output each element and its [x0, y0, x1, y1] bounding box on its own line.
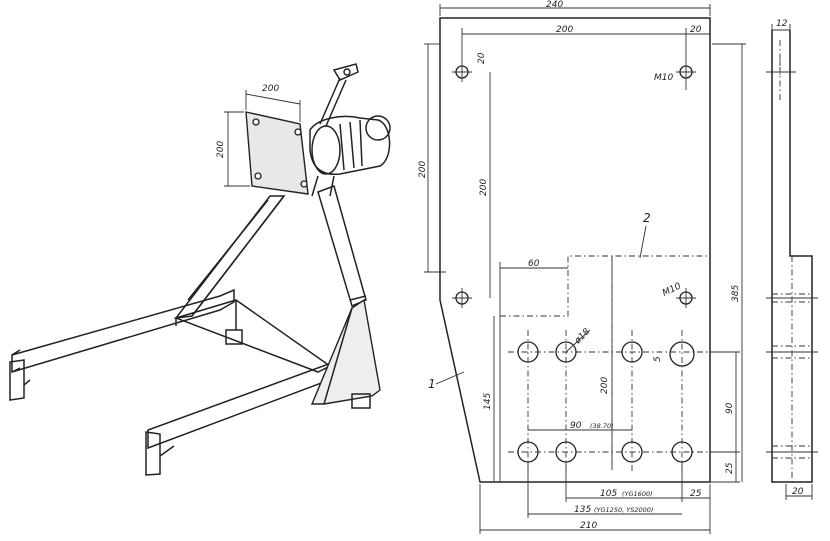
part-label-1: 1	[428, 377, 436, 391]
plate-top-holes	[452, 62, 696, 308]
dim-385-label: 385	[731, 285, 741, 302]
dim-105: 105 (YG1600)	[565, 462, 683, 502]
dim-90-alt-label: (38.70)	[590, 422, 614, 430]
engine-stand-illustration: 200 200	[9, 63, 391, 476]
dim-210: 210	[479, 484, 711, 534]
dim-105-label: 105	[600, 489, 617, 499]
side-view-drawing: 12 20	[766, 19, 818, 500]
stand-dim-width-label: 200	[262, 84, 279, 94]
dim-left-200: 200	[418, 43, 446, 273]
plate-hole-pattern	[508, 256, 710, 472]
side-dim-20-label: 20	[792, 487, 804, 497]
dim-210-label: 210	[580, 521, 597, 531]
dim-inner-200-label: 200	[479, 179, 489, 196]
dim-145-label: 145	[483, 393, 493, 410]
dim-25-vertical: 25	[710, 452, 740, 483]
dim-90-horizontal: 90 (38.70)	[528, 421, 632, 431]
dim-90-vertical-label: 90	[725, 402, 735, 414]
side-view-profile	[771, 30, 813, 483]
part-label-2: 2	[643, 211, 651, 225]
dim-inner-200: 200 20	[477, 52, 491, 298]
thread-m10-top: M10	[654, 73, 673, 83]
dim-200-holes: 200	[600, 258, 613, 470]
dim-105-note: (YG1600)	[622, 490, 653, 498]
plate-drawing: 240 200 20 200 200 20 M10 M10	[418, 0, 746, 534]
dim-top-200-label: 200	[556, 25, 573, 35]
dim-90-vertical: 90	[710, 351, 740, 453]
plate-step-line	[500, 255, 710, 317]
stand-crank-handle	[319, 63, 359, 127]
stand-leg-rear-left	[9, 288, 235, 401]
stand-gusset-plate	[310, 298, 381, 405]
dim-5-label: 5	[653, 356, 663, 362]
dim-25-horizontal-label: 25	[690, 489, 702, 499]
stand-cross-beam	[173, 299, 332, 373]
dim-135-note: (YG1250, YS2000)	[594, 506, 653, 514]
dim-top-200-20: 200 20	[461, 25, 710, 62]
dim-90-horizontal-label: 90	[570, 421, 582, 431]
dim-200-holes-label: 200	[600, 377, 610, 394]
stand-main-column	[317, 185, 367, 308]
dim-135-label: 135	[574, 505, 591, 515]
dim-total-width-label: 240	[546, 0, 563, 10]
stand-upright-left	[174, 195, 286, 319]
dim-25-vertical-label: 25	[725, 462, 735, 474]
side-dim-12-label: 12	[776, 19, 788, 29]
dim-total-width: 240	[439, 0, 711, 16]
dim-top-20-label: 20	[690, 25, 702, 35]
stand-foot-pad-1	[351, 393, 371, 409]
stand-dim-height: 200	[216, 111, 250, 187]
stand-dim-height-label: 200	[216, 141, 226, 158]
dim-left-200-label: 200	[418, 161, 428, 178]
stand-gearbox-winch	[309, 115, 391, 197]
dim-60-label: 60	[528, 259, 540, 269]
dim-small-20-label: 20	[477, 52, 487, 64]
dim-25-horizontal: 25	[682, 489, 710, 499]
dim-145: 145	[483, 316, 495, 482]
stand-dim-width: 200	[245, 84, 301, 122]
plate-outline	[439, 17, 711, 483]
dim-60: 60	[499, 259, 568, 316]
stand-mount-plate	[245, 111, 309, 195]
dim-135: 135 (YG1250, YS2000)	[527, 462, 682, 518]
dim-385: 385	[712, 43, 746, 482]
